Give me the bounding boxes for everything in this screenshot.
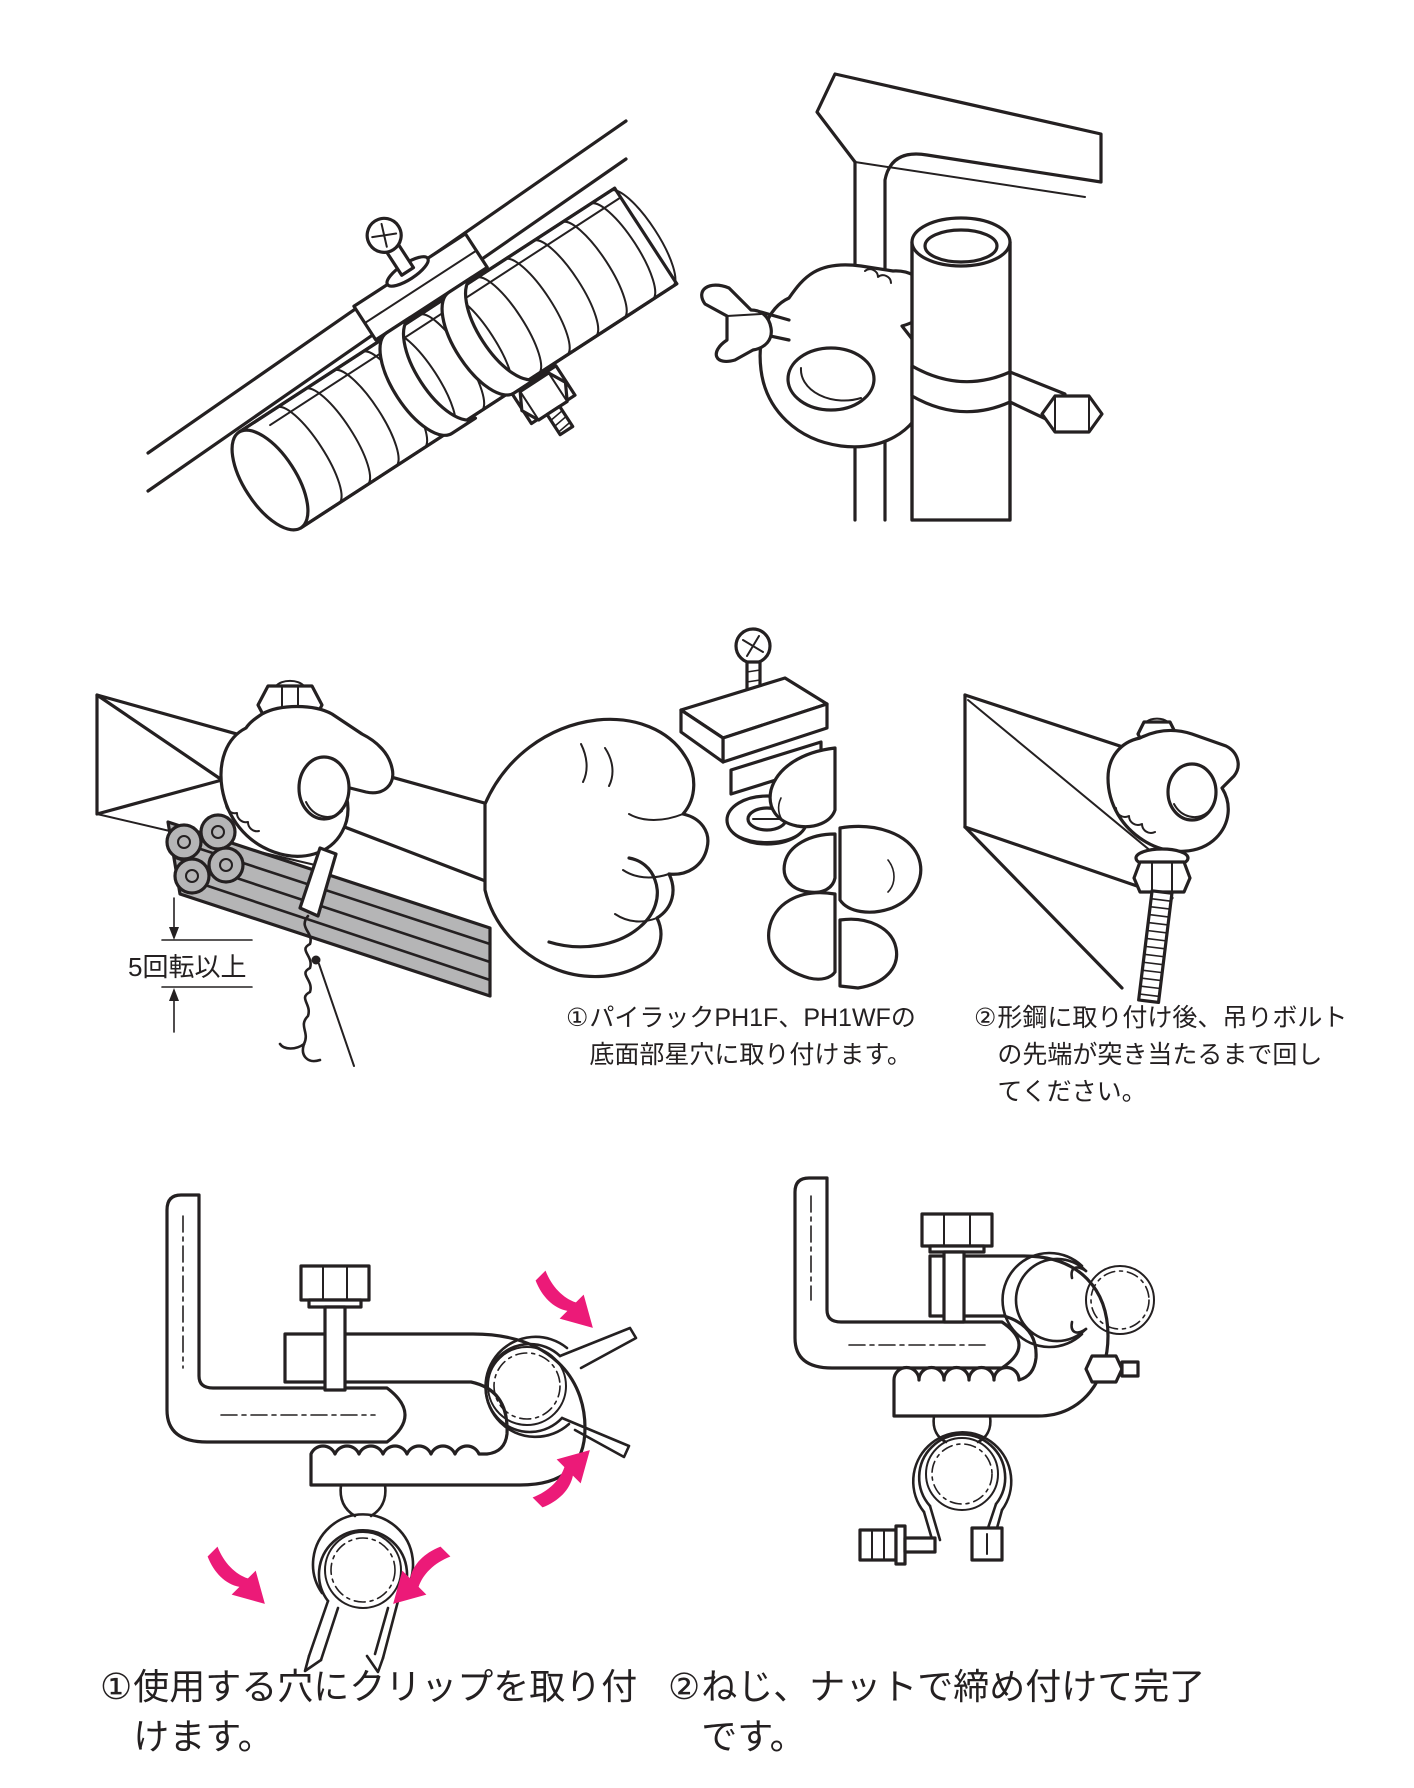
arrow-down-right-icon bbox=[200, 1539, 277, 1616]
angle-steel-section bbox=[165, 1193, 407, 1444]
figure-cross-section-attach-clips bbox=[135, 1038, 665, 1674]
hanging-bolt bbox=[1132, 847, 1192, 1004]
flexible-conduit bbox=[230, 186, 679, 532]
step-number: ① bbox=[100, 1666, 133, 1707]
cable-bundle bbox=[165, 813, 492, 998]
caption-line: 形鋼に取り付け後、吊りボルト bbox=[997, 1004, 1348, 1032]
caption-attach-clip: ① 使用する穴にクリップを取り付 けます。 bbox=[100, 1662, 637, 1762]
step-number: ② bbox=[668, 1666, 701, 1707]
caption-line: 使用する穴にクリップを取り付 bbox=[133, 1666, 638, 1707]
caption-line: けます。 bbox=[133, 1716, 274, 1757]
pilack-clamp bbox=[700, 263, 932, 449]
side-bolt-nut bbox=[510, 364, 577, 437]
pipe-saddle-clamp bbox=[352, 216, 577, 437]
pipe-clamp-side bbox=[1001, 1251, 1155, 1384]
clamp-bolt bbox=[299, 1264, 371, 1392]
caption-line: ねじ、ナットで締め付けて完了 bbox=[701, 1666, 1206, 1707]
caption-line: の先端が突き当たるまで回し bbox=[997, 1041, 1323, 1069]
caption-line: てください。 bbox=[997, 1078, 1147, 1106]
caption-turn-hanging-bolt: ② 形鋼に取り付け後、吊りボルト の先端が突き当たるまで回し てください。 bbox=[974, 1000, 1347, 1111]
figure-clamp-holding-pipe-on-steel-column bbox=[665, 50, 1115, 522]
caption-attach-star-hole: ① パイラックPH1F、PH1WFの 底面部星穴に取り付けます。 bbox=[566, 1000, 916, 1074]
figure-hands-attaching-star-hole-nut bbox=[483, 608, 837, 993]
vertical-pipe bbox=[910, 216, 1012, 522]
figure-cross-section-tightened bbox=[672, 1038, 1184, 1658]
figure-saddle-clamp-on-flexible-conduit bbox=[140, 55, 679, 532]
pilack-clamp bbox=[219, 679, 395, 858]
pipe-clamp-bottom bbox=[858, 1414, 1013, 1566]
wire-twist-label: 5回転以上 bbox=[128, 952, 247, 982]
dimension-arrows bbox=[161, 897, 253, 1033]
arrow-down-left-icon bbox=[381, 1539, 458, 1616]
spring-clip-side bbox=[484, 1326, 638, 1459]
left-hand bbox=[483, 717, 710, 979]
step-number: ② bbox=[974, 1004, 997, 1032]
caption-line: パイラックPH1F、PH1WFの bbox=[589, 1004, 916, 1032]
arrow-down-right-icon bbox=[528, 1263, 605, 1340]
right-hand bbox=[767, 746, 837, 981]
hand-fingers bbox=[838, 824, 923, 990]
caption-tighten-screw-nut: ② ねじ、ナットで締め付けて完了 です。 bbox=[668, 1662, 1205, 1762]
wing-bolt bbox=[700, 283, 791, 363]
figure-clamp-with-cable-bundle bbox=[70, 592, 492, 1077]
top-screw bbox=[365, 216, 430, 288]
caption-line: です。 bbox=[701, 1716, 806, 1757]
binding-wire bbox=[278, 846, 355, 1067]
clamp-bolt bbox=[920, 1212, 994, 1324]
spring-clip-bottom bbox=[303, 1483, 415, 1674]
pilack-clamp bbox=[1106, 717, 1240, 853]
caption-line: 底面部星穴に取り付けます。 bbox=[589, 1041, 912, 1069]
bottom-bolt-nut bbox=[858, 1524, 1004, 1566]
figure-clamp-with-hanging-bolt bbox=[838, 590, 1240, 1005]
step-number: ① bbox=[566, 1004, 589, 1032]
pipe-band-clamp bbox=[910, 364, 1104, 434]
